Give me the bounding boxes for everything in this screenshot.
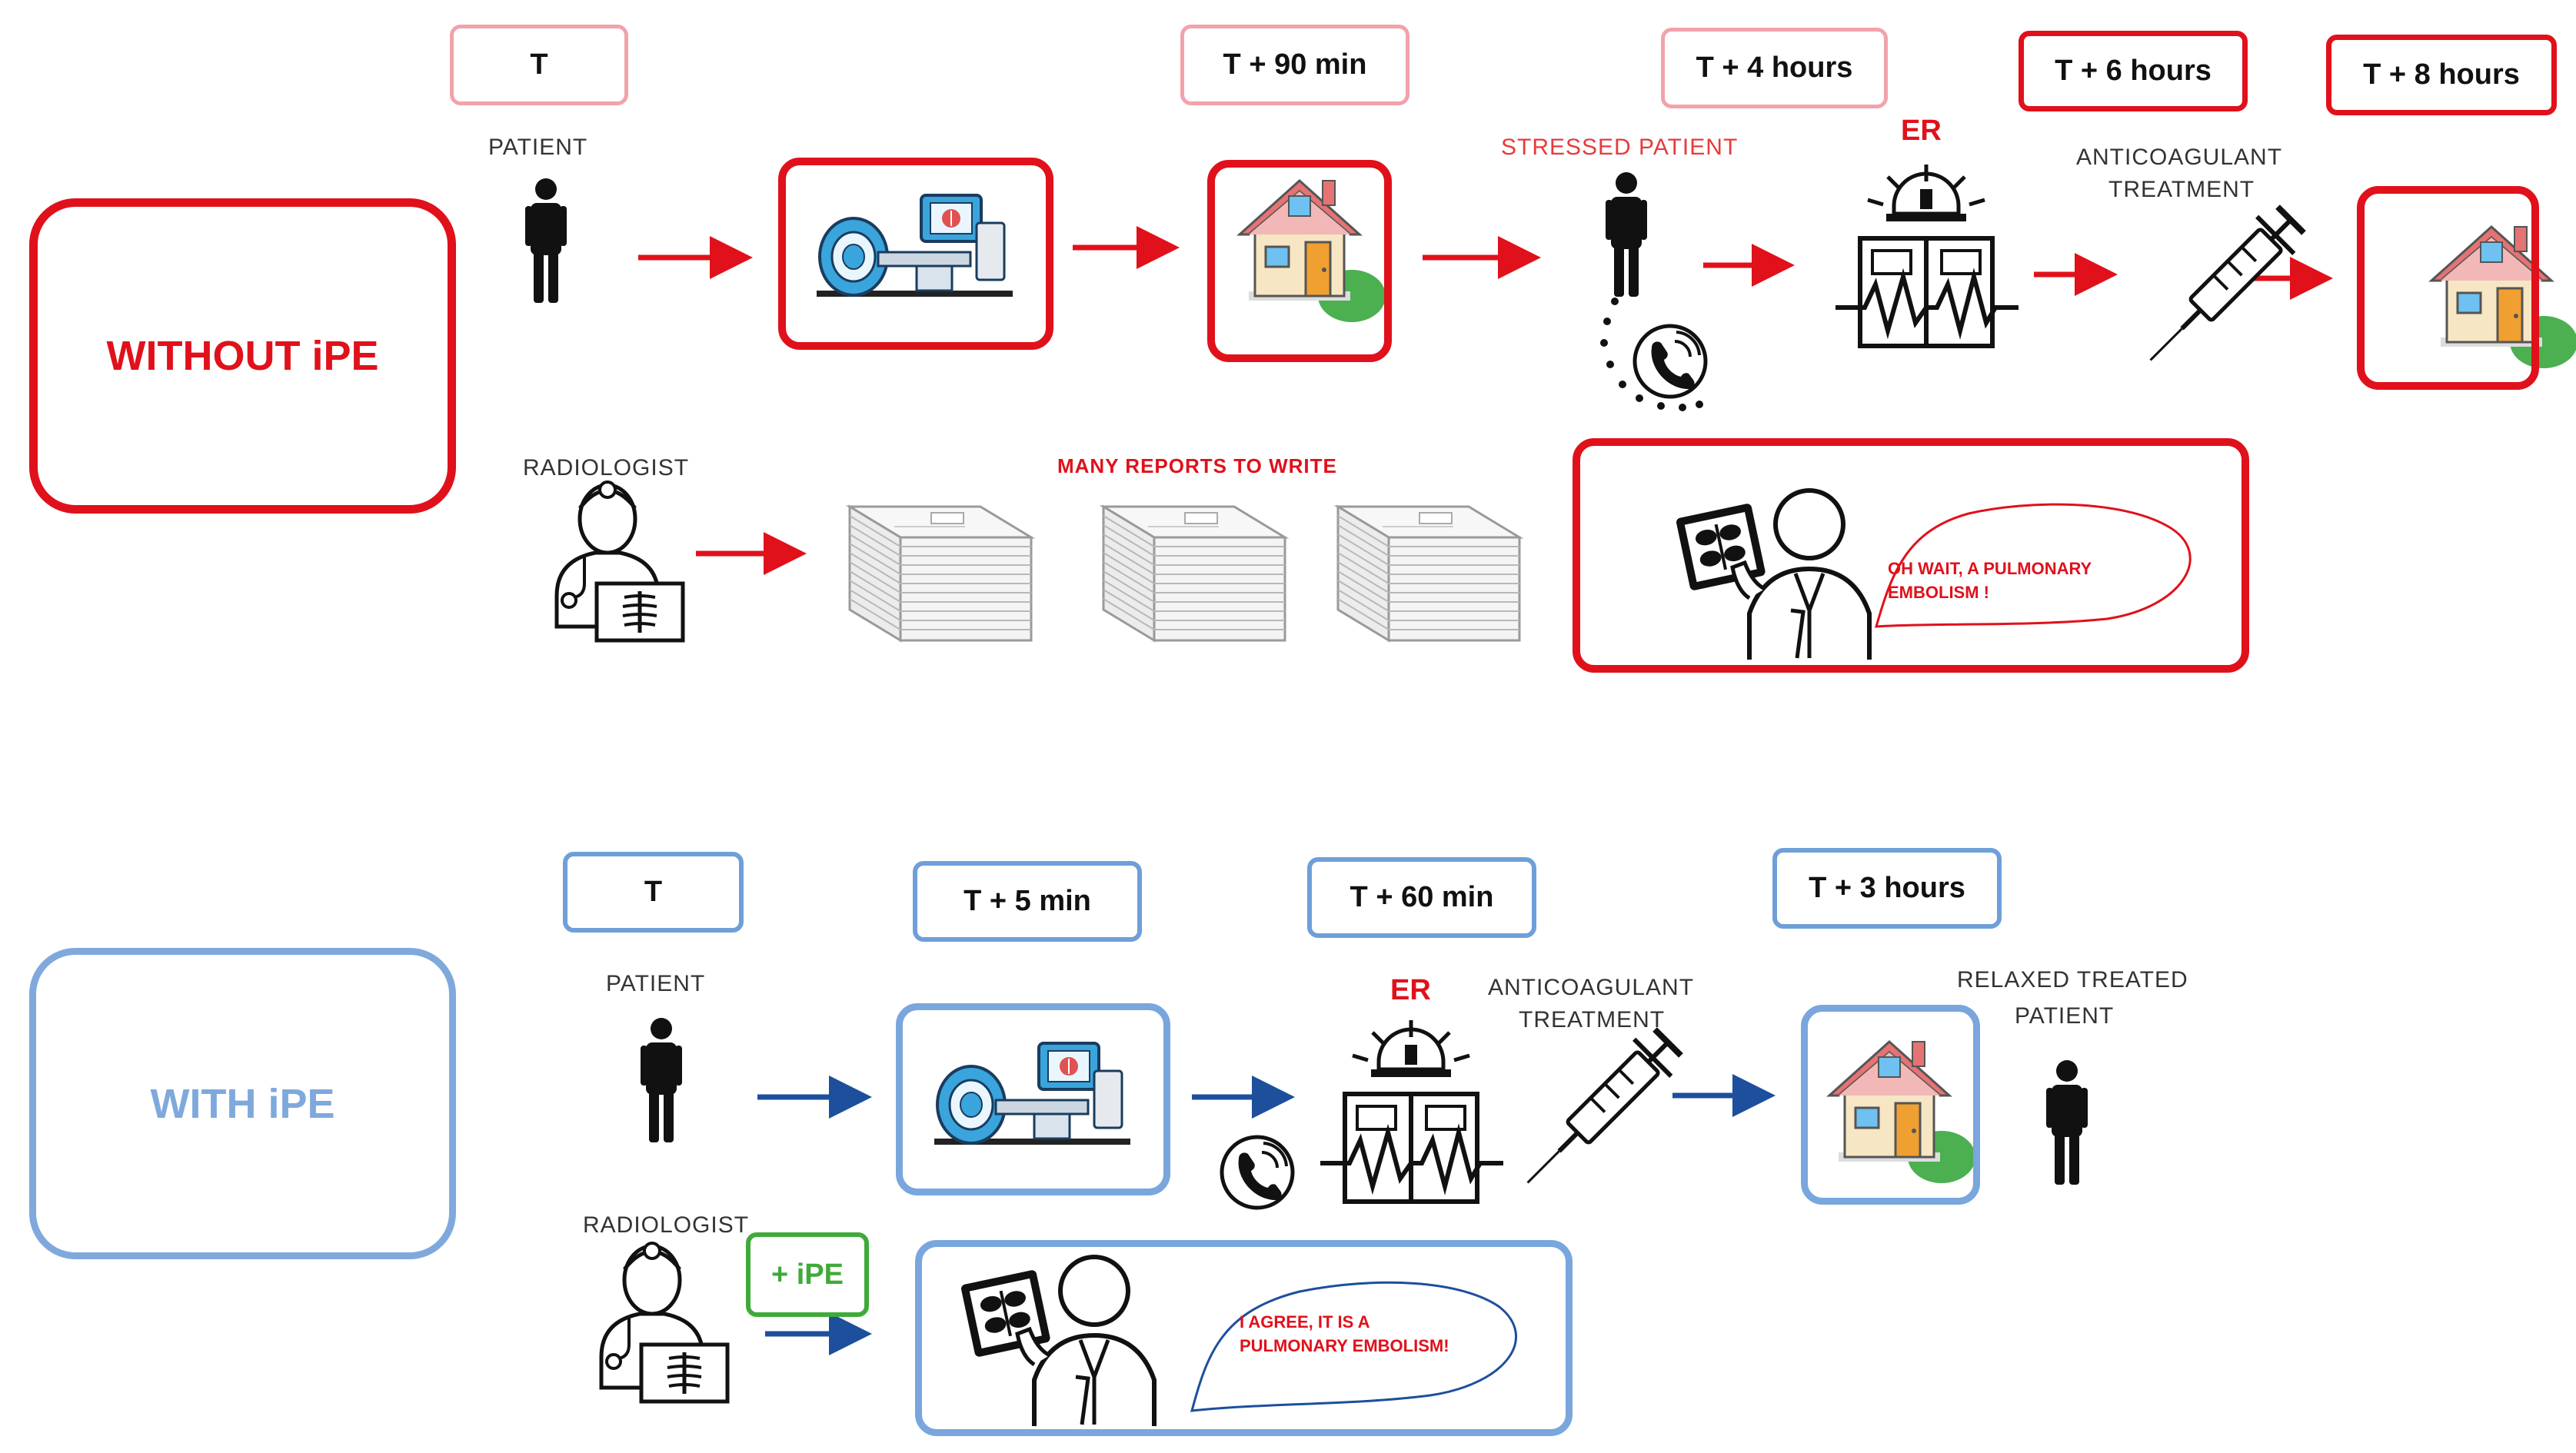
time-box-t-5-min: T + 5 min — [913, 861, 1142, 942]
time-box-t-8-hours: T + 8 hours — [2326, 35, 2557, 115]
time-label: T — [644, 876, 663, 908]
ct-scan-frame — [778, 158, 1053, 350]
radiologist-label: RADIOLOGIST — [523, 455, 690, 480]
phone-icon — [1635, 326, 1706, 397]
phone-icon-ipe — [1222, 1137, 1293, 1208]
stressed-patient-icon — [1606, 172, 1647, 297]
syringe-icon — [2132, 201, 2310, 379]
speech-line: PULMONARY EMBOLISM! — [1240, 1335, 1449, 1355]
report-stack-icon — [1102, 505, 1286, 642]
speech-bubble-ipe — [1190, 1281, 1517, 1412]
patient-label-ipe: PATIENT — [606, 971, 706, 996]
anticoagulant-label-ipe: ANTICOAGULANT — [1488, 975, 1695, 1000]
er-icon — [1835, 165, 2019, 346]
syringe-icon-ipe — [1509, 1024, 1687, 1202]
patient-label: PATIENT — [488, 135, 588, 160]
treatment-label-ipe: TREATMENT — [1519, 1007, 1666, 1032]
anticoagulant-label: ANTICOAGULANT — [2076, 145, 2283, 170]
with-ipe-panel: WITH iPE — [29, 948, 456, 1259]
report-stack-icon — [848, 505, 1033, 642]
relaxed-patient-icon — [2046, 1060, 2088, 1185]
with-ipe-title: WITH iPE — [150, 1080, 335, 1127]
time-box-t: T — [450, 25, 628, 105]
patient-icon-ipe — [641, 1018, 682, 1142]
time-box-t-3-hours: T + 3 hours — [1772, 848, 2002, 929]
er-label: ER — [1901, 115, 1942, 147]
radiologist-icon-ipe — [601, 1243, 727, 1401]
time-label: T + 8 hours — [2363, 58, 2520, 91]
time-box-t-6-hours: T + 6 hours — [2019, 31, 2248, 111]
time-box-t-90-min: T + 90 min — [1180, 25, 1409, 105]
er-label-ipe: ER — [1390, 974, 1431, 1006]
speech-line: OH WAIT, A PULMONARY — [1888, 559, 2092, 578]
time-label: T + 3 hours — [1809, 872, 1965, 904]
time-label: T + 60 min — [1350, 881, 1494, 913]
relaxed-patient-label: PATIENT — [2015, 1003, 2115, 1029]
time-box-t-4-hours: T + 4 hours — [1661, 28, 1888, 108]
time-label: T + 6 hours — [2055, 55, 2212, 87]
time-label: T + 5 min — [964, 885, 1091, 917]
speech-bubble — [1874, 503, 2192, 628]
ct-scan-frame-ipe — [896, 1003, 1170, 1195]
without-ipe-panel: WITHOUT iPE — [29, 198, 456, 514]
waiting-dots — [1600, 298, 1703, 411]
time-label: T — [530, 48, 548, 81]
time-box-t-60-min: T + 60 min — [1307, 857, 1536, 938]
plus-ipe-box: + iPE — [746, 1232, 869, 1317]
relaxed-treated-label: RELAXED TREATED — [1957, 967, 2188, 992]
home-frame-ipe — [1801, 1005, 1980, 1205]
stressed-patient-label: STRESSED PATIENT — [1501, 135, 1739, 160]
radiologist-label-ipe: RADIOLOGIST — [583, 1212, 750, 1238]
speech-text-ipe: I AGREE, IT IS A PULMONARY EMBOLISM! — [1240, 1311, 1516, 1358]
patient-icon — [525, 178, 567, 303]
time-label: T + 4 hours — [1696, 52, 1853, 84]
er-icon-ipe — [1320, 1020, 1503, 1202]
radiologist-discovery-frame — [1573, 438, 2249, 673]
home-frame — [1207, 160, 1392, 362]
without-ipe-title: WITHOUT iPE — [106, 333, 379, 379]
radiologist-icon — [557, 482, 683, 640]
speech-text: OH WAIT, A PULMONARY EMBOLISM ! — [1888, 557, 2180, 605]
treatment-label: TREATMENT — [2108, 177, 2255, 202]
plus-ipe-label: + iPE — [771, 1258, 844, 1291]
speech-line: EMBOLISM ! — [1888, 582, 1989, 602]
many-reports-label: MANY REPORTS TO WRITE — [1057, 454, 1337, 477]
report-stack-icon — [1336, 505, 1521, 642]
home-frame-final — [2357, 186, 2539, 390]
time-label: T + 90 min — [1223, 48, 1367, 81]
radiologist-ipe-frame — [915, 1240, 1573, 1436]
time-box-t-ipe: T — [563, 852, 744, 933]
speech-line: I AGREE, IT IS A — [1240, 1312, 1370, 1332]
